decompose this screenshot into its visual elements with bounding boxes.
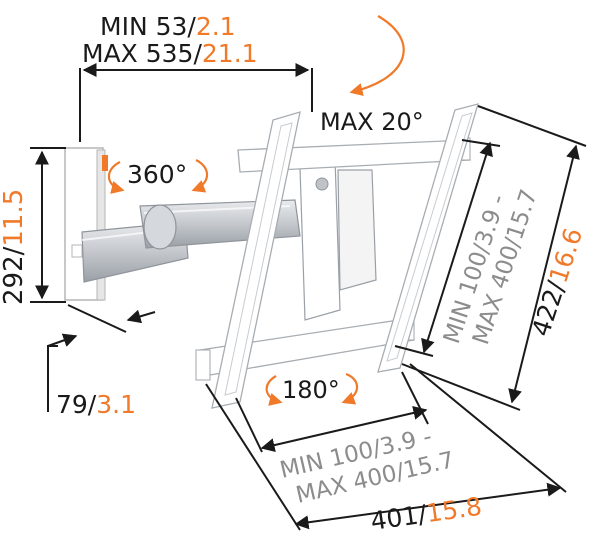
vesa-horizontal-extension-left: [235, 397, 263, 453]
vesa-horizontal-text: MIN 100/3.9 - MAX 400/15.7: [278, 424, 457, 509]
rotation-indicators: [107, 15, 405, 406]
depth-min-text: MIN 53/2.1: [100, 12, 236, 41]
vesa-vertical-dimension-line: [421, 141, 493, 354]
total-width-extension-left: [205, 383, 301, 531]
vesa-vertical-extension-bottom: [394, 345, 434, 357]
total-height-extension-bottom: [401, 363, 521, 411]
dimension-lines: [30, 63, 587, 531]
curved-tilt-arrow-icon: [349, 15, 405, 96]
rotation-screen-text: 180°: [282, 376, 340, 404]
vesa-horizontal-extension-right: [401, 371, 429, 425]
rotation-wall-text: 360°: [127, 160, 187, 189]
total-width-dimension-line: [294, 482, 562, 530]
tilt-head: [299, 157, 377, 321]
plate-height-text: 292/11.5: [0, 189, 29, 305]
plate-depth-arrow-left: [47, 333, 78, 347]
product-illustration: [64, 103, 479, 409]
depth-max-text: MAX 535/21.1: [82, 39, 258, 68]
curved-rotation-arrow-icon: [107, 161, 125, 194]
left-vertical-bracket: [211, 111, 301, 409]
curved-rotation-arrow-icon: [341, 372, 359, 405]
curved-rotation-arrow-icon: [265, 375, 283, 406]
total-height-extension-top: [477, 105, 587, 147]
wall-plate-marker: [102, 155, 108, 171]
total-width-extension-right: [409, 363, 567, 493]
vesa-horizontal-dimension-line: [260, 406, 428, 452]
total-height-text: 422/16.6: [526, 225, 588, 340]
plate-depth-text: 79/3.1: [56, 390, 136, 419]
plate-depth-extension: [67, 304, 127, 333]
curved-rotation-arrow-icon: [191, 159, 209, 193]
total-width-text: 401/15.8: [369, 492, 484, 536]
tilt-max-text: MAX 20°: [320, 108, 424, 136]
total-height-dimension-line: [508, 144, 580, 404]
plate-depth-arrow-right: [126, 309, 156, 324]
